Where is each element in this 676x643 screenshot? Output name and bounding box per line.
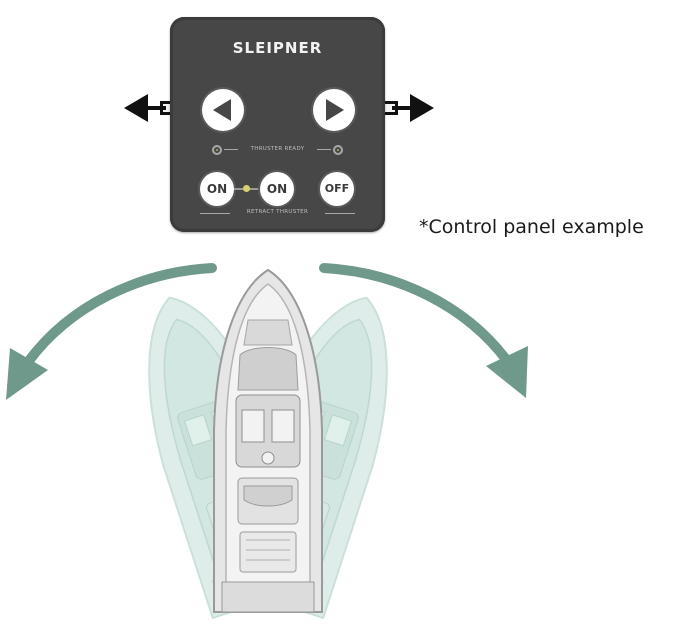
thrust-left-button[interactable] <box>202 89 244 131</box>
on-button-1[interactable]: ON <box>200 172 234 206</box>
thrust-right-button[interactable] <box>313 89 355 131</box>
caption: *Control panel example <box>419 216 644 238</box>
ready-led-left <box>212 145 222 155</box>
power-led <box>243 185 250 192</box>
main-boat <box>213 268 323 613</box>
triangle-left-icon <box>213 99 231 121</box>
control-panel: SLEIPNER THRUSTER READY ON ON OFF RETRAC… <box>170 17 385 232</box>
thruster-ready-label: THRUSTER READY <box>250 146 305 152</box>
ready-led-right <box>333 145 343 155</box>
panel-brand: SLEIPNER <box>232 39 323 57</box>
retract-thruster-row: RETRACT THRUSTER <box>170 209 385 219</box>
on-button-2[interactable]: ON <box>260 172 294 206</box>
triangle-right-icon <box>326 99 344 121</box>
turn-right-arrow <box>319 263 528 398</box>
turn-left-arrow <box>6 263 217 400</box>
thruster-ready-indicator: THRUSTER READY <box>170 145 385 159</box>
off-button[interactable]: OFF <box>320 172 354 206</box>
retract-thruster-label: RETRACT THRUSTER <box>246 209 309 215</box>
